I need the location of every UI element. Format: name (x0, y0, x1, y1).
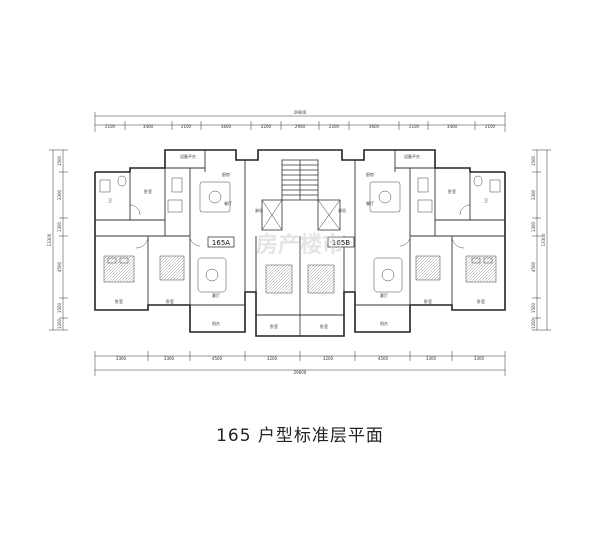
dim-label: 13300 (541, 233, 546, 246)
dim-label: 3200 (323, 356, 334, 361)
dim-label: 3400 (447, 124, 458, 129)
room-label: 阳台 (212, 320, 220, 326)
bottom-segment-dims: 3300 3300 4500 3200 3200 4500 3300 3300 (116, 356, 485, 361)
room-label: 客厅 (380, 292, 388, 298)
unit-tag-left (207, 236, 235, 248)
room-label: 餐厅 (224, 200, 232, 206)
dim-label: 3300 (57, 189, 62, 200)
dim-label: 2900 (295, 124, 306, 129)
dim-label: 3600 (369, 124, 380, 129)
dim-label: 1500 (531, 155, 536, 166)
room-labels-left: 设备平台 卧室 卫 厨房 餐厅 淋浴 卧室 卧室 客厅 阳台 卧室 (108, 153, 278, 329)
dim-label: 2200 (261, 124, 272, 129)
dim-label: 1300 (531, 221, 536, 232)
dim-label: 1200 (57, 318, 62, 329)
unit-tag-right (327, 236, 355, 248)
furniture-left (99, 175, 293, 294)
stair-core (261, 159, 341, 336)
room-label: 卫 (108, 198, 112, 203)
dim-label: 4500 (531, 261, 536, 272)
interior-walls-right (300, 150, 505, 316)
unit-label-right: 165B (332, 239, 350, 247)
room-label: 卧室 (115, 298, 123, 304)
dim-label: 2100 (485, 124, 496, 129)
dim-label: 2100 (181, 124, 192, 129)
watermark: 房产楼市 (256, 232, 344, 258)
dim-label: 4500 (378, 356, 389, 361)
room-label: 卧室 (166, 298, 174, 304)
dim-label: 2100 (105, 124, 116, 129)
bottom-dimensions (94, 351, 506, 376)
dim-label: 1500 (531, 302, 536, 313)
room-label: 卧室 (477, 298, 485, 304)
dim-label: 13300 (47, 233, 52, 246)
dim-label: 2200 (329, 124, 340, 129)
dim-label: 4500 (57, 261, 62, 272)
dim-label: 3600 (221, 124, 232, 129)
dim-label: 3300 (426, 356, 437, 361)
dim-label: 3300 (116, 356, 127, 361)
door-swings (129, 204, 471, 249)
room-label: 设备平台 (404, 153, 420, 159)
room-label: 厨房 (366, 171, 374, 177)
room-label: 厨房 (222, 171, 230, 177)
bottom-total-dim: 29600 (294, 370, 307, 375)
room-label: 卫 (484, 198, 488, 203)
interior-walls-left (95, 150, 300, 316)
plan-caption: 165 户型标准层平面 (216, 426, 384, 446)
furniture-right (307, 175, 501, 294)
room-label: 淋浴 (338, 207, 346, 213)
right-dimensions (532, 149, 551, 331)
dim-label: 3400 (143, 124, 154, 129)
top-segment-dims: 2100 3400 2100 3600 2200 2900 2200 3600 … (105, 124, 496, 129)
room-label: 卧室 (270, 323, 278, 329)
room-label: 设备平台 (180, 153, 196, 159)
dim-label: 2100 (409, 124, 420, 129)
left-dimensions (49, 149, 68, 331)
dim-label: 1500 (57, 302, 62, 313)
dim-label: 3200 (267, 356, 278, 361)
room-label: 餐厅 (366, 200, 374, 206)
dim-label: 3300 (474, 356, 485, 361)
room-label: 卧室 (448, 188, 456, 194)
dim-label: 1200 (531, 318, 536, 329)
room-label: 卧室 (144, 188, 152, 194)
unit-label-left: 165A (212, 239, 230, 247)
top-total-dim: 29600 (294, 110, 307, 115)
room-labels-right: 设备平台 卧室 卫 厨房 餐厅 淋浴 卧室 卧室 客厅 阳台 卧室 (320, 153, 488, 329)
dim-label: 3300 (164, 356, 175, 361)
top-dimensions (94, 112, 506, 132)
room-label: 阳台 (380, 320, 388, 326)
dim-label: 1300 (57, 221, 62, 232)
dim-label: 4500 (212, 356, 223, 361)
room-label: 卧室 (424, 298, 432, 304)
room-label: 客厅 (212, 292, 220, 298)
room-label: 卧室 (320, 323, 328, 329)
dim-label: 1500 (57, 155, 62, 166)
building-walls (94, 149, 506, 337)
room-label: 淋浴 (255, 207, 263, 213)
dim-label: 3300 (531, 189, 536, 200)
side-dim-labels: 13300 1500 3300 1300 4500 1500 1200 1330… (47, 155, 546, 329)
